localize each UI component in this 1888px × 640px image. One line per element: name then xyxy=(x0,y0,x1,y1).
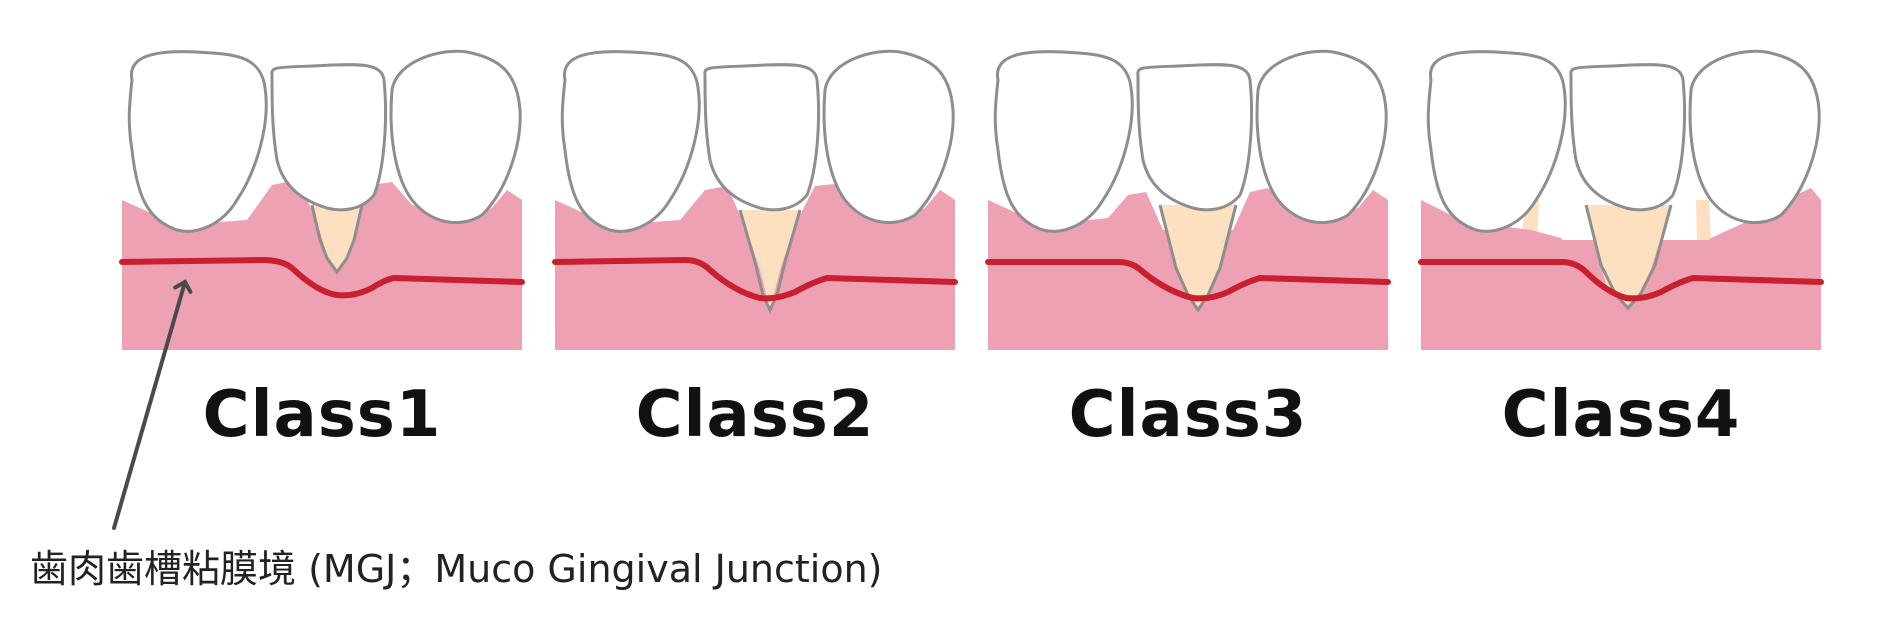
center-root-outline xyxy=(1158,204,1238,313)
class2-label: Class2 xyxy=(635,378,875,452)
panel-class1 xyxy=(119,49,525,350)
right-tooth xyxy=(1255,49,1388,225)
left-tooth xyxy=(560,50,701,233)
center-root-outline xyxy=(1584,204,1673,311)
panel-class3 xyxy=(985,49,1391,350)
exposed-root xyxy=(740,210,800,310)
left-tooth xyxy=(127,50,268,233)
exposed-root xyxy=(1160,205,1236,310)
center-tooth xyxy=(1569,63,1687,212)
exposed-root-right xyxy=(1696,200,1711,240)
center-tooth xyxy=(1136,63,1254,212)
center-root-outline xyxy=(310,204,364,275)
left-tooth xyxy=(993,50,1134,233)
class4-label: Class4 xyxy=(1501,378,1741,452)
right-tooth xyxy=(389,49,522,225)
right-tooth xyxy=(822,49,955,225)
class3-label: Class3 xyxy=(1068,378,1308,452)
class1-label: Class1 xyxy=(202,378,442,452)
exposed-root xyxy=(1586,205,1671,308)
center-tooth xyxy=(270,63,388,212)
mgj-line xyxy=(1418,259,1824,302)
panel-class2 xyxy=(552,49,958,350)
mgj-line xyxy=(119,256,525,299)
panel-class4 xyxy=(1418,49,1824,350)
center-root-outline xyxy=(738,209,802,314)
left-tooth xyxy=(1426,50,1567,233)
center-tooth xyxy=(703,63,821,212)
mgj-line xyxy=(552,256,958,302)
mgj-line xyxy=(985,259,1391,302)
right-tooth xyxy=(1688,49,1821,225)
mgj-pointer-arrow xyxy=(112,279,193,530)
mgj-caption: 歯肉歯槽粘膜境 (MGJ；Muco Gingival Junction) xyxy=(30,547,883,591)
